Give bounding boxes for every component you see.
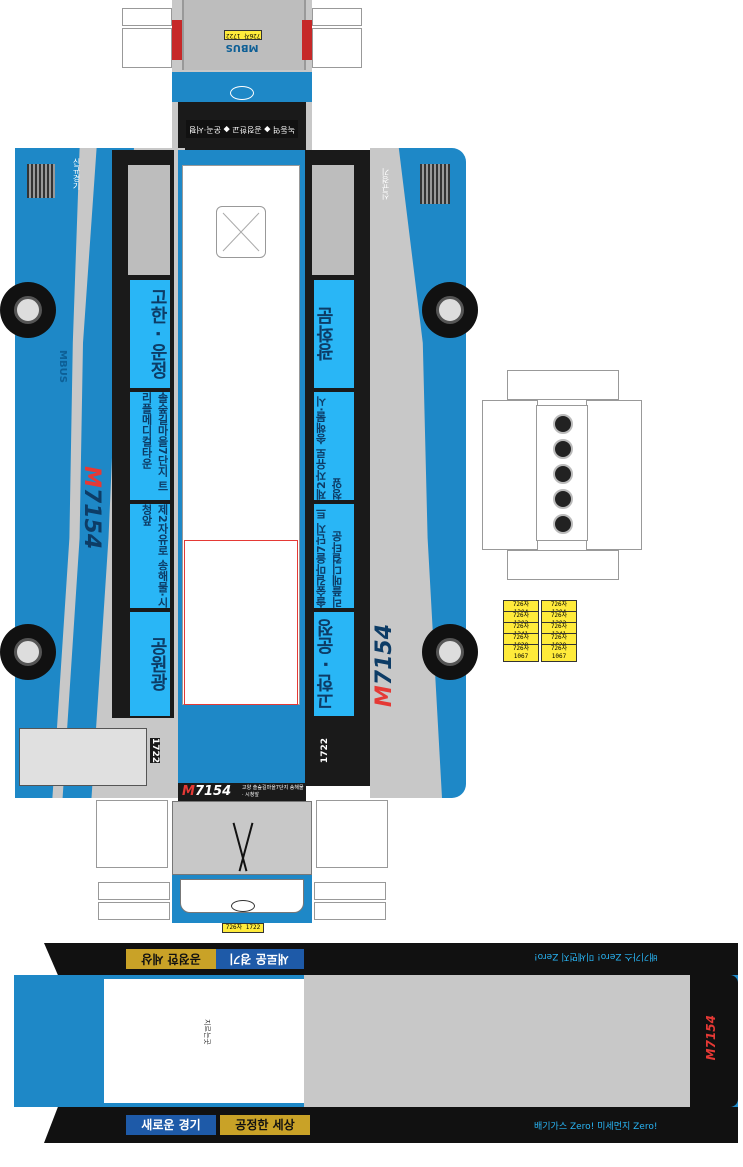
slogan-fair-bottom: 공정한 세상: [220, 1115, 310, 1135]
ac-part-right: [586, 400, 642, 550]
front-bottom-flap: [314, 882, 386, 900]
ac-unit: [536, 405, 588, 541]
rear-plate: 726자 1722: [224, 30, 262, 40]
roof-top-band: 새로운 경기 공정한 세상 배기가스 Zero! 미세먼지 Zero!: [44, 943, 738, 975]
front-bumper: [172, 875, 312, 923]
center-white-area: [182, 165, 300, 705]
rear-lamp-left: [172, 20, 182, 60]
front-sign-text: 고양 솔숲길마을7단지 송해물 · 시청앞: [242, 785, 304, 798]
fan-icon: [553, 439, 573, 459]
front-bottom-flap: [314, 902, 386, 920]
rear-panel: 726자 1722 MBUS 녹동역 ◆ 공정한교 ◆ 운곡·서평: [172, 0, 312, 150]
right-sign-4: 고한 · 운정: [314, 612, 354, 716]
slogan-new-bottom: 새로운 경기: [126, 1115, 216, 1135]
slogan-fair-top: 공정한 세상: [126, 949, 216, 969]
plate-sticker: 726자 1067: [503, 644, 539, 662]
front-grille: [180, 879, 304, 913]
rear-side-flap: [308, 84, 360, 140]
left-front-wheel: [0, 282, 56, 338]
glue-box: [216, 206, 266, 258]
front-plate: 726자 1722: [222, 923, 264, 933]
left-window-pane: [128, 165, 170, 275]
left-fleet-number: 1722: [150, 738, 160, 764]
roof-body: 지르는곳 M7154: [14, 975, 738, 1107]
cut-window: [184, 540, 298, 705]
hyundai-logo: [230, 86, 254, 100]
front-side-flap: [316, 800, 388, 868]
left-vent: [27, 164, 55, 198]
left-sign-2: 솔숲길마을7단지 트리플메디컬타운: [130, 392, 170, 500]
rear-top-flap: [122, 8, 172, 26]
left-vertical-label: 신규경기: [72, 158, 81, 190]
ac-part-left: [482, 400, 538, 550]
ac-part-bottom: [507, 550, 619, 580]
fan-icon: [553, 414, 573, 434]
hyundai-logo: [231, 900, 255, 912]
right-side-panel: 신규경기: [370, 148, 466, 798]
rear-brand: MBUS: [225, 42, 259, 53]
right-sign-1: 광화문: [314, 280, 354, 388]
roof-front-cap: M7154: [690, 975, 738, 1107]
fan-icon: [553, 514, 573, 534]
ac-part-top: [507, 370, 619, 400]
front-route: M7154: [182, 784, 232, 799]
right-fleet-number: 1722: [320, 738, 330, 764]
right-vent: [420, 164, 450, 204]
roof-white-area: 지르는곳: [104, 979, 304, 1103]
left-brand: MBUS: [57, 350, 68, 383]
fan-icon: [553, 489, 573, 509]
right-rear-wheel: [422, 624, 478, 680]
front-side-flap: [96, 800, 168, 868]
front-bottom-flap: [98, 882, 170, 900]
right-window-pane: [312, 165, 354, 275]
left-sign-4: 공원광: [130, 612, 170, 716]
plate-sticker: 726자 1067: [541, 644, 577, 662]
rear-lamp-right: [302, 20, 312, 60]
left-rear-wheel: [0, 624, 56, 680]
rear-side-flap: [312, 28, 362, 68]
glue-label: 지르는곳: [202, 1019, 211, 1045]
slogan-new-top: 새로운 경기: [214, 949, 304, 969]
rear-side-flap: [122, 84, 174, 140]
eco-slogan-bottom: 배기가스 Zero! 미세먼지 Zero!: [534, 1122, 658, 1132]
front-bottom-flap: [98, 902, 170, 920]
left-mirror-panel: [19, 728, 147, 786]
rear-side-flap: [122, 28, 172, 68]
roof-silver-area: [304, 975, 690, 1107]
right-route-number: M7154: [372, 624, 397, 708]
eco-slogan-top: 배기가스 Zero! 미세먼지 Zero!: [534, 951, 658, 961]
right-sign-2: 제2자유로 송해물·시청앞: [314, 392, 354, 500]
front-windshield: [172, 801, 312, 875]
cross-mark-icon: [222, 212, 260, 252]
rear-destination-sign: 녹동역 ◆ 공정한교 ◆ 운곡·서평: [186, 120, 298, 138]
rear-top-flap: [312, 8, 362, 26]
right-sign-3: 솔숲길마을7단지 트리플메디컬타운: [314, 504, 354, 608]
left-route-number: M7154: [79, 466, 104, 550]
roof-bottom-band: 새로운 경기 공정한 세상 배기가스 Zero! 미세먼지 Zero!: [44, 1107, 738, 1143]
fan-icon: [553, 464, 573, 484]
left-sign-1: 고한 · 운정: [130, 280, 170, 388]
front-sign-bar: M7154 고양 솔숲길마을7단지 송해물 · 시청앞: [178, 783, 306, 801]
left-sign-3: 제2자유로 송해물·시청앞: [130, 504, 170, 608]
right-front-wheel: [422, 282, 478, 338]
roof-route-number: M7154: [704, 1015, 718, 1061]
right-vertical-label: 신규경기: [381, 168, 390, 200]
